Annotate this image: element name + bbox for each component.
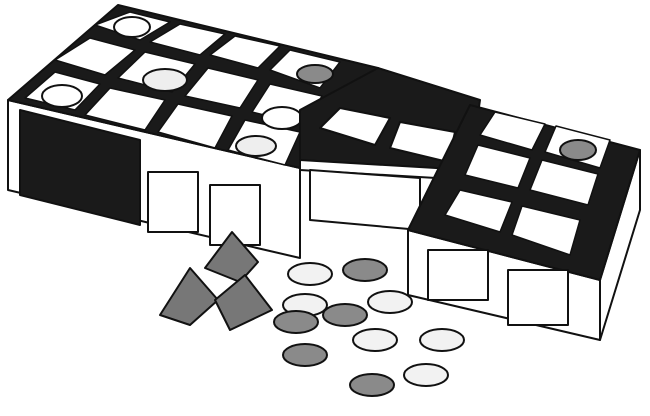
bridge-square — [319, 107, 391, 146]
left-board-front-dark-panel — [19, 109, 141, 226]
piece-white — [403, 363, 449, 387]
piece-white — [287, 262, 333, 286]
rosette-icon — [41, 84, 83, 108]
piece-grey — [282, 343, 328, 367]
piece-grey — [342, 258, 388, 282]
piece-white — [367, 290, 413, 314]
right-board-squares — [444, 111, 611, 256]
pyramid-dice — [159, 231, 273, 331]
bridge-square — [389, 121, 456, 163]
pyramid-die — [159, 267, 219, 326]
loose-pieces — [273, 258, 465, 397]
rosette-icon — [261, 106, 303, 130]
piece-white — [419, 328, 465, 352]
bridge-underside — [309, 169, 421, 231]
board-piece-grey — [296, 64, 334, 84]
board-piece-white — [142, 68, 188, 92]
board-piece-grey — [559, 139, 597, 161]
piece-white — [352, 328, 398, 352]
left-board-block — [7, 4, 379, 259]
board-piece-white — [235, 135, 277, 157]
rosette-icon — [113, 16, 151, 38]
piece-grey — [349, 373, 395, 397]
pyramid-die — [214, 274, 273, 331]
piece-grey — [322, 303, 368, 327]
right-board-door — [507, 269, 569, 326]
left-board-door — [147, 171, 199, 233]
piece-grey — [273, 310, 319, 334]
right-board-door — [427, 249, 489, 301]
right-board-block — [407, 104, 641, 341]
bridge-block — [299, 67, 481, 231]
left-board-squares — [24, 11, 341, 166]
